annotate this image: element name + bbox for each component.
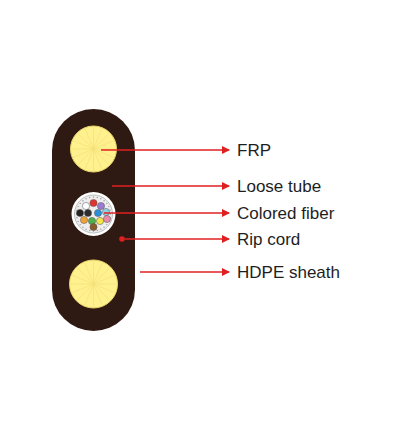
frp-strand xyxy=(85,263,94,284)
part-label: Colored fiber xyxy=(237,205,334,222)
frp-strand xyxy=(78,133,94,149)
part-label: Rip cord xyxy=(237,231,300,248)
gel-dot xyxy=(85,229,86,230)
rip-cord xyxy=(119,236,125,242)
gel-dot xyxy=(80,224,81,225)
leader-lines xyxy=(101,150,229,272)
gel-dot xyxy=(82,200,83,201)
gel-dot xyxy=(76,217,77,218)
frp-top xyxy=(71,126,117,172)
frp-strand xyxy=(77,268,93,284)
gel-dot xyxy=(93,196,94,197)
gel-dot xyxy=(106,203,107,204)
frp-strand xyxy=(78,149,94,165)
frp-strand xyxy=(94,141,114,149)
frp-strand xyxy=(94,284,110,300)
gel-dot xyxy=(80,203,81,204)
gel-dot xyxy=(77,206,78,207)
frp-strand xyxy=(85,129,93,149)
gel-dot xyxy=(100,198,101,199)
frp-strand xyxy=(94,133,110,149)
frp-strand xyxy=(94,284,117,285)
frp-strand xyxy=(94,149,110,165)
frp-strand xyxy=(73,149,93,157)
gel-dot xyxy=(82,227,83,228)
part-label: HDPE sheath xyxy=(237,264,340,281)
frp-bottom xyxy=(70,260,118,308)
part-label: Loose tube xyxy=(237,178,321,195)
frp-strand xyxy=(94,268,110,284)
gel-dot xyxy=(77,221,78,222)
frp-strand xyxy=(93,261,94,284)
gel-dot xyxy=(100,229,101,230)
gel-dot xyxy=(103,200,104,201)
frp-strand xyxy=(77,284,93,300)
gel-dot xyxy=(97,230,98,231)
gel-dot xyxy=(85,198,86,199)
hdpe-sheath xyxy=(52,109,135,331)
frp-strand xyxy=(94,275,115,284)
gel-dot xyxy=(108,206,109,207)
gel-dot xyxy=(97,197,98,198)
frp-strand xyxy=(93,127,94,149)
frp-strand xyxy=(72,284,93,293)
frp-strand xyxy=(72,149,94,150)
gel-dot xyxy=(103,227,104,228)
gel-dot xyxy=(89,197,90,198)
frp-strand xyxy=(71,284,94,285)
part-label: FRP xyxy=(237,142,271,159)
frp-strand xyxy=(94,284,103,305)
loose-tube xyxy=(72,192,116,236)
gel-dot xyxy=(89,230,90,231)
frp-strand xyxy=(94,149,102,169)
frp-strand xyxy=(93,149,94,171)
frp-strand xyxy=(93,284,94,307)
gel-dot xyxy=(106,224,107,225)
colored-fibers xyxy=(76,199,110,230)
